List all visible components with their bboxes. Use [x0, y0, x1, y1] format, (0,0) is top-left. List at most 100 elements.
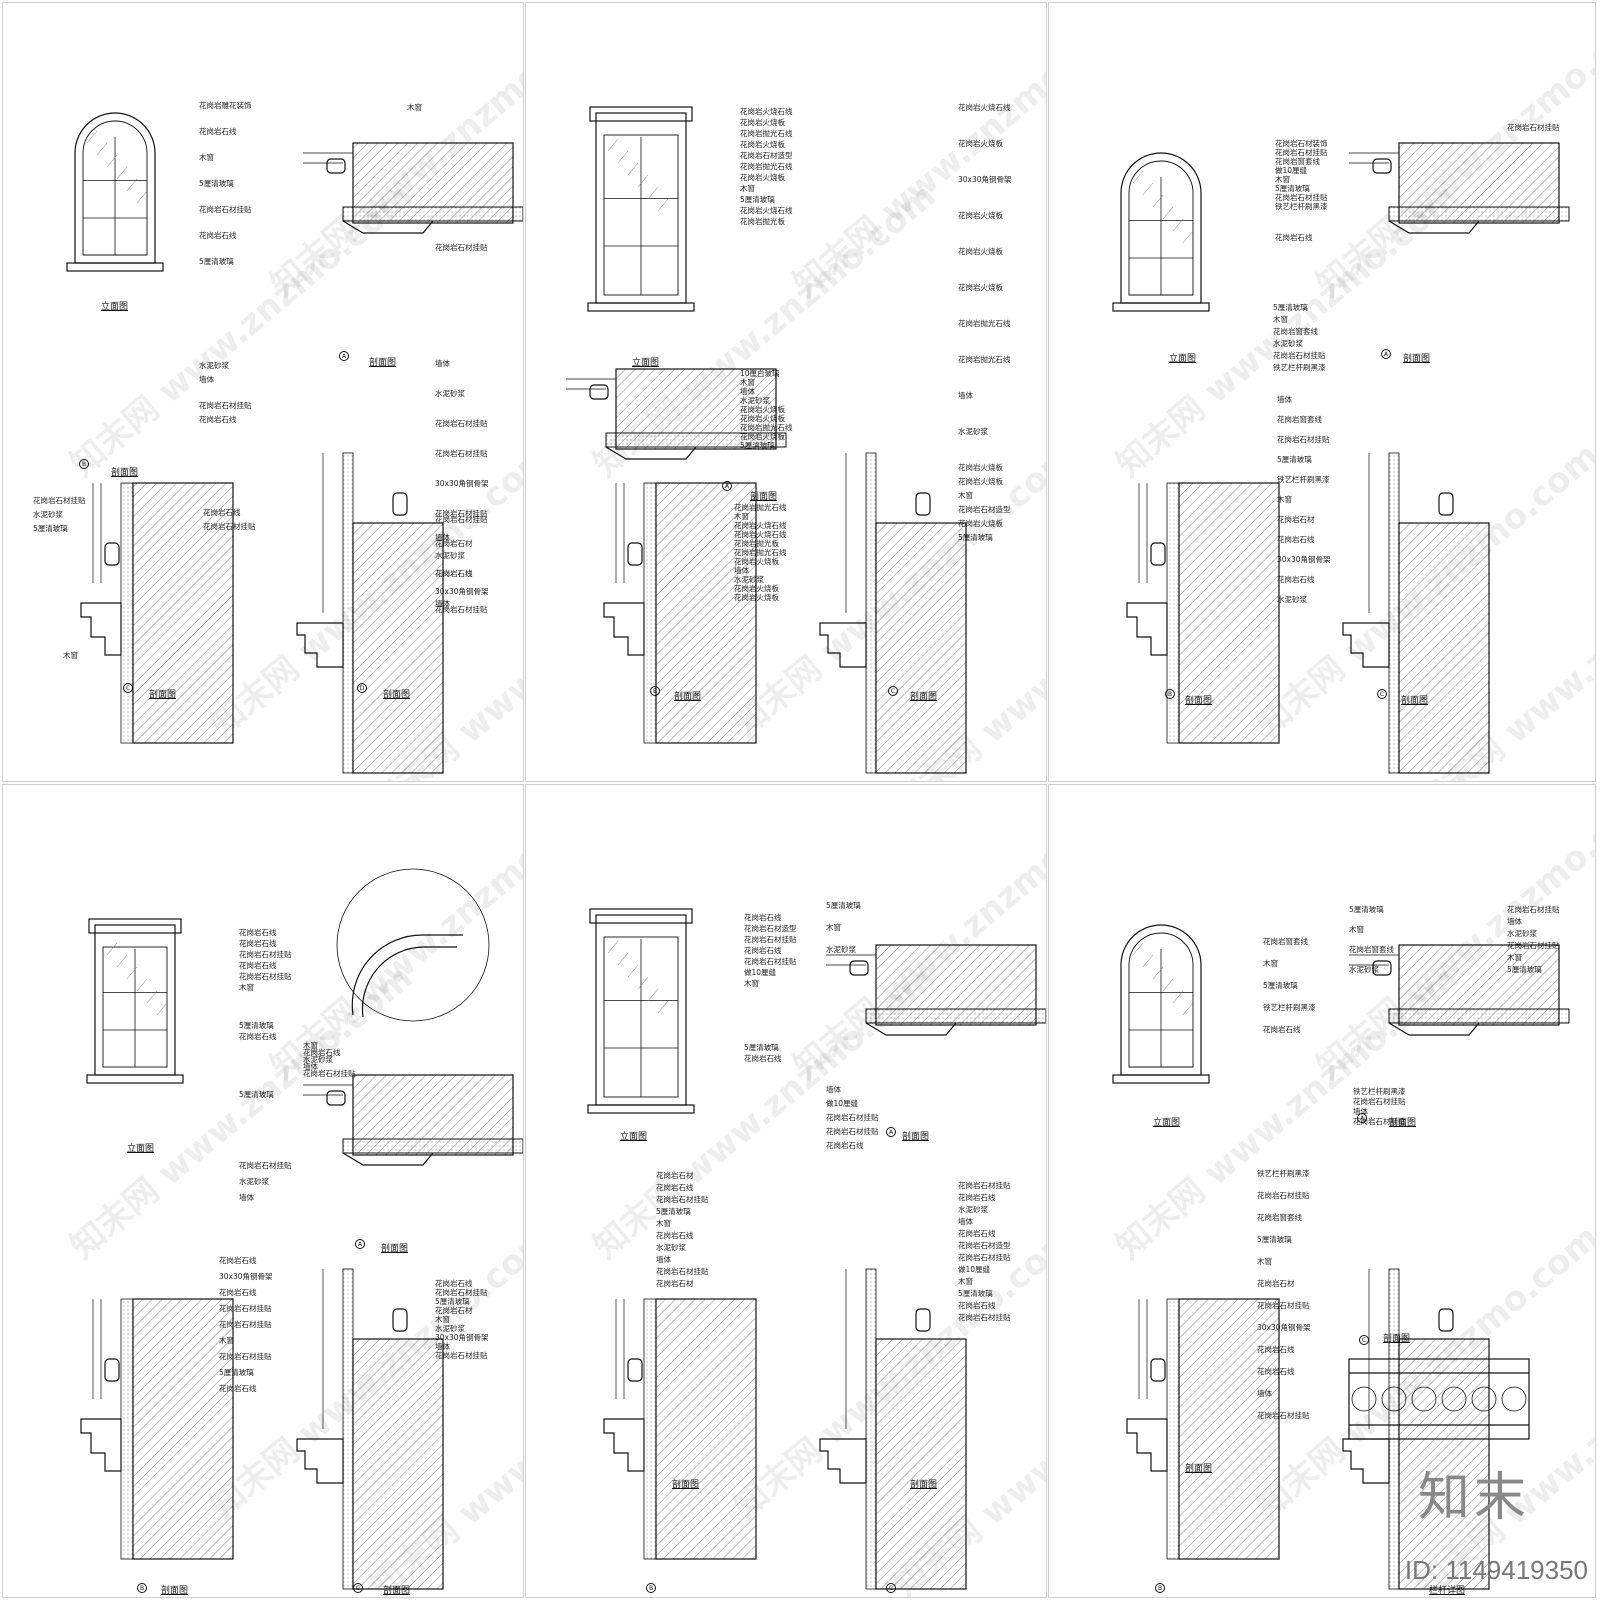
material-label: 花岗岩石材造型 — [958, 1241, 1011, 1250]
view-caption: 剖面图 — [1403, 354, 1431, 364]
material-label: 木窗 — [740, 184, 755, 193]
material-label: 花岗岩火烧板 — [958, 139, 1003, 148]
material-label: 5厘清玻璃 — [199, 179, 234, 188]
material-label: 花岗岩火烧板 — [958, 211, 1003, 220]
material-label: 墙体 — [656, 1255, 671, 1264]
material-label: 30x30角钢骨架 — [1257, 1323, 1311, 1332]
material-label: 花岗岩石材挂贴 — [826, 1127, 879, 1136]
material-label: 木窗 — [734, 512, 749, 521]
material-label: 花岗岩抛光石线 — [740, 162, 793, 171]
material-label: 花岗岩石材挂贴 — [1353, 1097, 1406, 1106]
material-label: 花岗岩石材挂贴 — [199, 205, 252, 214]
section-tag: B — [79, 459, 89, 469]
detail-drawing — [587, 908, 1046, 1590]
material-label: 铁艺栏杆刷黑漆 — [1273, 363, 1326, 372]
material-label: 墙体 — [734, 566, 749, 575]
material-label: 5厘清玻璃 — [1275, 184, 1310, 193]
material-label: 花岗岩石线 — [1275, 233, 1313, 242]
view-caption: 剖面图 — [674, 692, 702, 702]
material-label: 花岗岩石线 — [219, 1256, 257, 1265]
window-elevation — [86, 918, 184, 1084]
material-label: 花岗岩石线 — [958, 1193, 996, 1202]
view-caption: 剖面图 — [111, 468, 139, 478]
material-label: 花岗岩石线 — [435, 569, 473, 578]
material-label: 水泥砂浆 — [740, 396, 770, 405]
view-caption: 立面图 — [632, 358, 660, 368]
material-label: 花岗岩火烧石线 — [958, 103, 1011, 112]
view-caption: 立面图 — [127, 1144, 155, 1154]
material-label: 花岗岩石线 — [239, 939, 277, 948]
material-label: 花岗岩石材挂贴 — [1353, 1117, 1406, 1126]
material-label: 花岗岩石线 — [1257, 1367, 1295, 1376]
detail-drawing — [1112, 142, 1570, 774]
section-b — [603, 482, 757, 744]
material-label: 花岗岩石线 — [199, 231, 237, 240]
material-label: 花岗岩火烧石线 — [740, 206, 793, 215]
material-label: 水泥砂浆 — [33, 510, 63, 519]
material-label: 花岗岩窗套线 — [1263, 937, 1308, 946]
railing-detail — [1348, 1358, 1530, 1440]
material-label: 花岗岩抛光石线 — [740, 129, 793, 138]
material-label: 花岗岩石线 — [826, 1141, 864, 1150]
view-caption: 剖面图 — [902, 1132, 930, 1142]
material-label: 木窗 — [958, 491, 973, 500]
material-label: 5厘清玻璃 — [435, 1297, 470, 1306]
section-a — [303, 1074, 523, 1166]
material-label: 花岗岩抛光石线 — [958, 355, 1011, 364]
material-label: 铁艺栏杆刷黑漆 — [1257, 1169, 1310, 1178]
window-elevation — [1112, 924, 1210, 1084]
material-label: 30x30角钢骨架 — [958, 175, 1012, 184]
material-label: 墙体 — [435, 359, 450, 368]
material-label: 铁艺栏杆刷黑漆 — [1263, 1003, 1316, 1012]
section-c — [1342, 1268, 1490, 1590]
material-label: 花岗岩石材挂贴 — [219, 1352, 272, 1361]
material-label: 木窗 — [1263, 959, 1278, 968]
material-label: 墙体 — [1353, 1107, 1368, 1116]
section-tag: A — [722, 481, 732, 491]
material-label: 30x30角钢骨架 — [435, 1333, 489, 1342]
material-label: 花岗岩石线 — [199, 127, 237, 136]
material-label: 花岗岩石材装饰 — [1275, 139, 1328, 148]
material-label: 5厘清玻璃 — [239, 1090, 274, 1099]
window-elevation — [587, 106, 695, 312]
section-tag: D — [357, 683, 367, 693]
material-label: 花岗岩抛光板 — [740, 217, 785, 226]
material-label: 铁艺栏杆刷黑漆 — [1275, 202, 1328, 211]
material-label: 花岗岩石材挂贴 — [1275, 193, 1328, 202]
material-label: 5厘清玻璃 — [1263, 981, 1298, 990]
view-caption: 立面图 — [1153, 1118, 1181, 1128]
material-label: 花岗岩石线 — [219, 1288, 257, 1297]
brand-logo: 知末 — [1417, 1468, 1530, 1528]
section-tag: C — [123, 683, 133, 693]
material-label: 花岗岩抛光石线 — [740, 423, 793, 432]
section-tag: A — [339, 351, 349, 361]
material-label: 花岗岩石材挂贴 — [435, 515, 488, 524]
material-label: 木窗 — [239, 983, 254, 992]
material-label: 花岗岩石线 — [656, 1183, 694, 1192]
material-label: 做10厘缝 — [958, 1265, 991, 1274]
material-label: 花岗岩石材挂贴 — [958, 1253, 1011, 1262]
detail-drawing — [80, 868, 523, 1590]
material-label: 木窗 — [303, 1041, 318, 1050]
material-label: 花岗岩火烧板 — [958, 463, 1003, 472]
material-label: 木窗 — [826, 923, 841, 932]
image-id: ID: 1149419350 — [1404, 1555, 1588, 1585]
material-label: 30x30角钢骨架 — [1277, 555, 1331, 564]
material-label: 水泥砂浆 — [435, 1324, 465, 1333]
section-c — [819, 1268, 967, 1590]
material-label: 花岗岩石材挂贴 — [33, 496, 86, 505]
material-label: 水泥砂浆 — [1349, 965, 1379, 974]
material-label: 花岗岩石材挂贴 — [826, 1113, 879, 1122]
material-label: 花岗岩火烧板 — [958, 477, 1003, 486]
material-label: 花岗岩石材挂贴 — [303, 1069, 356, 1078]
material-label: 墙体 — [826, 1085, 841, 1094]
view-caption: 立面图 — [620, 1132, 648, 1142]
material-label: 花岗岩石材挂贴 — [219, 1320, 272, 1329]
view-caption: 剖面图 — [910, 692, 938, 702]
view-caption: 剖面图 — [161, 1586, 189, 1596]
material-label: 花岗岩火烧石线 — [740, 107, 793, 116]
material-label: 木窗 — [1349, 925, 1364, 934]
material-label: 花岗岩石线 — [656, 1231, 694, 1240]
material-label: 花岗岩火烧板 — [958, 283, 1003, 292]
